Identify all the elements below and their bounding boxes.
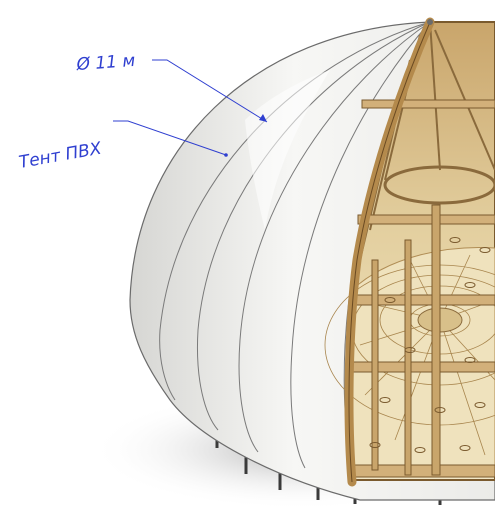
- material-leader-dot: [224, 153, 228, 157]
- diameter-label: Ø 11 м: [75, 51, 136, 75]
- diameter-callout: Ø 11 м: [75, 51, 268, 123]
- diameter-leader-line: [152, 59, 268, 123]
- floor-slots: [369, 237, 491, 453]
- floor-plywood: [346, 247, 495, 471]
- material-label: Тент ПВХ: [17, 139, 103, 173]
- tent-highlight: [245, 70, 330, 230]
- wall-studs: [371, 204, 441, 476]
- diameter-arrowhead: [259, 114, 267, 122]
- wall-beams: [345, 99, 495, 478]
- material-leader-line: [113, 120, 227, 156]
- dome-apex: [427, 19, 433, 25]
- cutaway-interior: [324, 17, 495, 487]
